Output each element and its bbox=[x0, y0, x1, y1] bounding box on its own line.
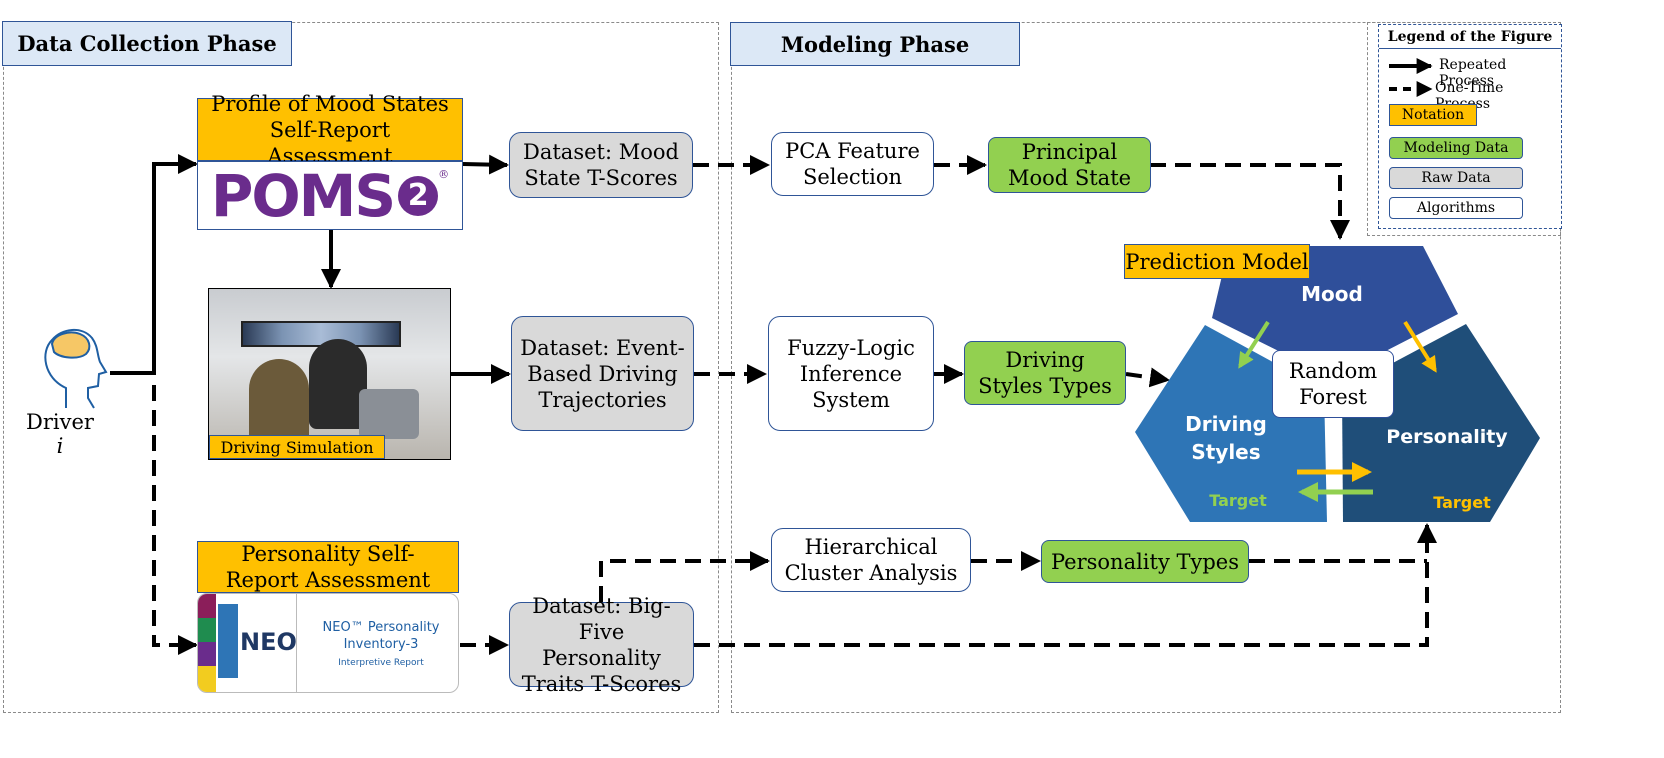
simulator-seat bbox=[359, 389, 419, 439]
arrow-poms-mood bbox=[462, 154, 509, 175]
driver-label: Driver i bbox=[20, 410, 100, 458]
pca-node: PCA Feature Selection bbox=[771, 132, 934, 196]
driver-index: i bbox=[56, 434, 64, 458]
driver-head-icon bbox=[44, 329, 108, 409]
legend-arrows bbox=[1389, 58, 1433, 97]
driving-dataset-node: Dataset: Event-Based Driving Trajectorie… bbox=[511, 316, 694, 431]
target-left-label: Target bbox=[1209, 491, 1267, 510]
driving-simulation-label: Driving Simulation bbox=[209, 435, 385, 459]
legend-title: Legend of the Figure bbox=[1379, 25, 1561, 49]
neo-color-block-4 bbox=[198, 666, 216, 692]
legend-repeated-label: Repeated Process bbox=[1439, 57, 1507, 89]
legend-algorithms: Algorithms bbox=[1389, 197, 1523, 219]
neo-color-block-1 bbox=[198, 594, 216, 618]
principal-mood-node: Principal Mood State bbox=[988, 137, 1151, 193]
person-left bbox=[249, 359, 309, 449]
data-collection-title: Data Collection Phase bbox=[2, 21, 292, 66]
random-forest-line-2: Forest bbox=[1299, 385, 1367, 409]
neo-color-block-5 bbox=[218, 604, 238, 678]
personality-assessment-header: Personality Self-Report Assessment bbox=[197, 541, 459, 593]
neo-color-block-2 bbox=[198, 618, 216, 642]
hca-node: Hierarchical Cluster Analysis bbox=[771, 528, 971, 592]
green-diag-arrow bbox=[1238, 320, 1270, 369]
poms-header: Profile of Mood States Self-Report Asses… bbox=[197, 92, 463, 168]
neo-logo-tile: NEO bbox=[198, 594, 297, 692]
legend-raw-data: Raw Data bbox=[1389, 167, 1523, 189]
poms-logo-text: POMS bbox=[210, 161, 396, 230]
arrow-types-prediction bbox=[1125, 367, 1170, 388]
driving-simulation-image bbox=[208, 288, 451, 460]
personality-sector-label: Personality bbox=[1386, 426, 1508, 448]
neo-title-1: NEO™ Personality bbox=[322, 620, 440, 635]
legend-modeling-data: Modeling Data bbox=[1389, 137, 1523, 159]
target-right-label: Target bbox=[1433, 493, 1491, 512]
neo-subtitle: Interpretive Report bbox=[338, 658, 424, 668]
bigfive-dataset-node: Dataset: Big-Five Personality Traits T-S… bbox=[509, 594, 694, 696]
arrow-bigfive-prediction bbox=[694, 523, 1437, 647]
personality-types-node: Personality Types bbox=[1041, 540, 1249, 583]
poms-logo: POMS 2 ® bbox=[197, 161, 463, 230]
poms-reg-mark: ® bbox=[438, 168, 450, 181]
random-forest-box: Random Forest bbox=[1272, 350, 1394, 418]
mood-sector-label: Mood bbox=[1301, 282, 1363, 306]
modeling-frame bbox=[731, 22, 1561, 713]
data-collection-frame bbox=[3, 22, 719, 713]
driver-label-text: Driver bbox=[26, 410, 94, 434]
legend-box: Legend of the Figure Repeated Process On… bbox=[1378, 24, 1562, 229]
orange-diag-arrow bbox=[1403, 320, 1437, 373]
neo-color-block-3 bbox=[198, 642, 216, 666]
driving-types-node: Driving Styles Types bbox=[964, 341, 1126, 405]
prediction-hexagon bbox=[1135, 246, 1540, 522]
arrow-driver-neo bbox=[152, 385, 198, 655]
neo-logo-text: NEO bbox=[240, 628, 297, 656]
modeling-title: Modeling Phase bbox=[730, 22, 1020, 66]
prediction-model-label: Prediction Model bbox=[1124, 244, 1310, 279]
arrow-bigfive-hca bbox=[599, 551, 770, 602]
person-right bbox=[309, 339, 367, 429]
driving-sector-label-2: Styles bbox=[1191, 440, 1261, 464]
neo-title-2: Inventory-3 bbox=[343, 637, 419, 652]
arrow-principal-prediction bbox=[1150, 163, 1350, 240]
legend-notation: Notation bbox=[1389, 104, 1477, 126]
mood-sector bbox=[1212, 246, 1458, 378]
poms-logo-sup: 2 bbox=[398, 175, 439, 216]
driving-sector-label-1: Driving bbox=[1185, 412, 1267, 436]
random-forest-line-1: Random bbox=[1288, 359, 1378, 383]
arrow-driver-poms bbox=[110, 154, 198, 375]
neo-report-image: NEO NEO™ Personality Inventory-3 Interpr… bbox=[197, 593, 459, 693]
fuzzy-node: Fuzzy-Logic Inference System bbox=[768, 316, 934, 431]
mood-dataset-node: Dataset: Mood State T-Scores bbox=[509, 132, 693, 198]
